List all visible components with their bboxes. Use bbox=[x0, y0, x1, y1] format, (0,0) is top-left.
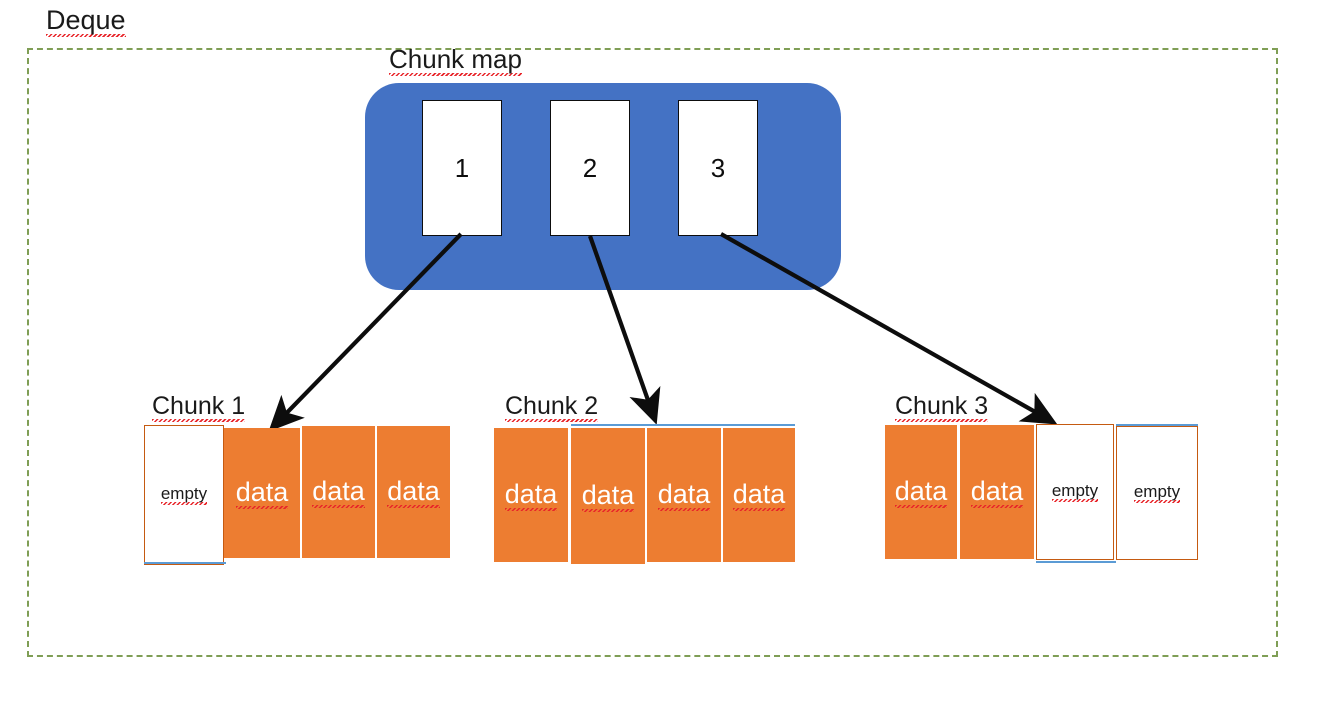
chunk-map-slot-3[interactable]: 3 bbox=[678, 100, 758, 236]
cell-text: data bbox=[732, 478, 786, 512]
chunk-3-cell-3[interactable]: empty bbox=[1036, 424, 1114, 560]
cell-text: data bbox=[504, 478, 558, 512]
cell-text: empty bbox=[1133, 482, 1181, 504]
chunk-1-cell-2[interactable]: data bbox=[224, 428, 300, 558]
chunk-2-label: Chunk 2 bbox=[505, 392, 599, 423]
cell-text: data bbox=[581, 479, 635, 513]
cell-text: data bbox=[387, 475, 440, 509]
cell-text: empty bbox=[1051, 481, 1099, 503]
chunk-3-underline bbox=[1036, 561, 1116, 563]
chunk-1-cell-3[interactable]: data bbox=[302, 426, 375, 558]
chunk-3-label: Chunk 3 bbox=[895, 392, 989, 423]
page-title: Deque bbox=[46, 5, 126, 38]
chunk-1-cell-4[interactable]: data bbox=[377, 426, 450, 558]
chunk-2-cell-1[interactable]: data bbox=[494, 428, 568, 562]
cell-text: data bbox=[894, 475, 948, 509]
chunk-2-cell-3[interactable]: data bbox=[647, 428, 721, 562]
chunk-map-slot-1[interactable]: 1 bbox=[422, 100, 502, 236]
chunk-1-cell-1[interactable]: empty bbox=[144, 425, 224, 565]
chunk-3-cell-4[interactable]: empty bbox=[1116, 426, 1198, 560]
chunk-3-topline bbox=[1116, 424, 1198, 426]
cell-text: empty bbox=[160, 484, 208, 506]
chunk-3-cell-1[interactable]: data bbox=[885, 425, 957, 559]
chunk-2-cell-4[interactable]: data bbox=[723, 428, 795, 562]
cell-text: data bbox=[970, 475, 1024, 509]
cell-text: data bbox=[235, 476, 289, 510]
chunk-2-cell-2[interactable]: data bbox=[571, 428, 645, 564]
chunk-1-underline bbox=[144, 562, 226, 564]
chunk-map-label: Chunk map bbox=[389, 44, 522, 77]
chunk-1-label: Chunk 1 bbox=[152, 392, 246, 423]
chunk-2-topline bbox=[571, 424, 795, 426]
cell-text: data bbox=[657, 478, 711, 512]
deque-frame bbox=[27, 48, 1278, 657]
chunk-map-slot-2[interactable]: 2 bbox=[550, 100, 630, 236]
cell-text: data bbox=[312, 475, 365, 509]
chunk-3-cell-2[interactable]: data bbox=[960, 425, 1034, 559]
